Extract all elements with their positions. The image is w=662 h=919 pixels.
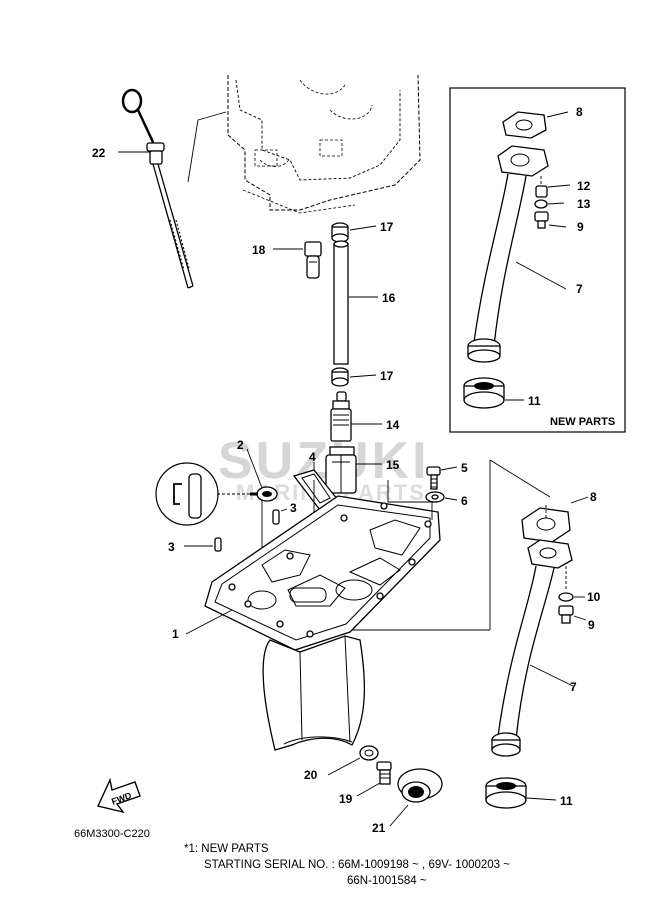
callout-11-lower: 11 xyxy=(560,794,573,808)
part-17-grommet-upper xyxy=(331,222,349,243)
callout-17-lower: 17 xyxy=(380,369,394,383)
callout-11-upper: 11 xyxy=(528,394,541,408)
inset-part-7-water-pipe xyxy=(467,145,549,363)
callout-1: 1 xyxy=(172,627,179,641)
callout-10: 10 xyxy=(587,590,601,604)
part-11-grommet-lower xyxy=(485,777,527,809)
inset-part-8-gasket xyxy=(502,111,547,139)
detail-bubble xyxy=(155,462,258,526)
part-15-seal xyxy=(325,446,357,494)
part-7-water-pipe-lower xyxy=(491,539,573,757)
callout-21: 21 xyxy=(372,821,386,835)
callout-14: 14 xyxy=(386,418,400,432)
part-20-grommet xyxy=(359,745,379,761)
new-parts-inset: NEW PARTS xyxy=(449,87,626,433)
callout-15: 15 xyxy=(386,458,400,472)
part-9-bolt-lower xyxy=(558,605,574,624)
inset-part-11-grommet xyxy=(463,377,505,409)
part-18-collar xyxy=(304,241,322,279)
inset-title: NEW PARTS xyxy=(550,416,615,428)
part-19-plug xyxy=(376,761,392,785)
callout-16: 16 xyxy=(382,291,396,305)
part-21-seal xyxy=(397,768,443,803)
engine-block-outline xyxy=(227,74,421,214)
callout-20: 20 xyxy=(304,768,318,782)
callout-2: 2 xyxy=(237,438,244,452)
part-3-dowel-pin-upper xyxy=(272,509,280,525)
callout-7-upper: 7 xyxy=(576,282,583,296)
inset-part-9-bolt xyxy=(534,211,549,229)
callout-19: 19 xyxy=(339,792,353,806)
callout-22: 22 xyxy=(92,146,106,160)
inset-part-13-washer xyxy=(534,199,548,209)
part-22-dipstick xyxy=(121,88,194,289)
inset-part-12-collar xyxy=(535,185,548,198)
part-5-bolt xyxy=(426,466,441,490)
part-2-grommet xyxy=(256,486,278,502)
part-14-joint xyxy=(330,391,352,442)
footnote-line1: *1: NEW PARTS xyxy=(184,843,269,855)
callout-5: 5 xyxy=(461,461,468,475)
footnote-line2: STARTING SERIAL NO. : 66M-1009198 ~ , 69… xyxy=(204,859,510,871)
part-8-gasket-lower xyxy=(521,507,571,543)
part-17-grommet-lower xyxy=(331,367,349,387)
part-10-washer-lower xyxy=(558,592,574,602)
callout-13: 13 xyxy=(577,197,591,211)
diagram-code: 66M3300-C220 xyxy=(74,828,150,840)
part-6-washer xyxy=(425,491,445,503)
part-1-upper-casing xyxy=(204,495,441,751)
fwd-arrow-icon: FWD xyxy=(97,777,141,814)
callout-17-upper: 17 xyxy=(380,220,394,234)
callout-8-lower: 8 xyxy=(590,490,597,504)
part-16-water-tube xyxy=(333,240,349,365)
callout-6: 6 xyxy=(461,494,468,508)
callout-4: 4 xyxy=(309,450,316,464)
callout-3-lower: 3 xyxy=(168,540,175,554)
callout-18: 18 xyxy=(252,243,266,257)
part-3-dowel-pin-lower xyxy=(214,537,222,552)
footnote-line3: 66N-1001584 ~ xyxy=(347,875,427,887)
callout-9-lower: 9 xyxy=(588,618,595,632)
callout-7-lower: 7 xyxy=(570,680,577,694)
callout-8-upper: 8 xyxy=(576,105,583,119)
callout-12: 12 xyxy=(577,179,591,193)
callout-3-upper: 3 xyxy=(290,501,297,515)
callout-9-upper: 9 xyxy=(577,220,584,234)
